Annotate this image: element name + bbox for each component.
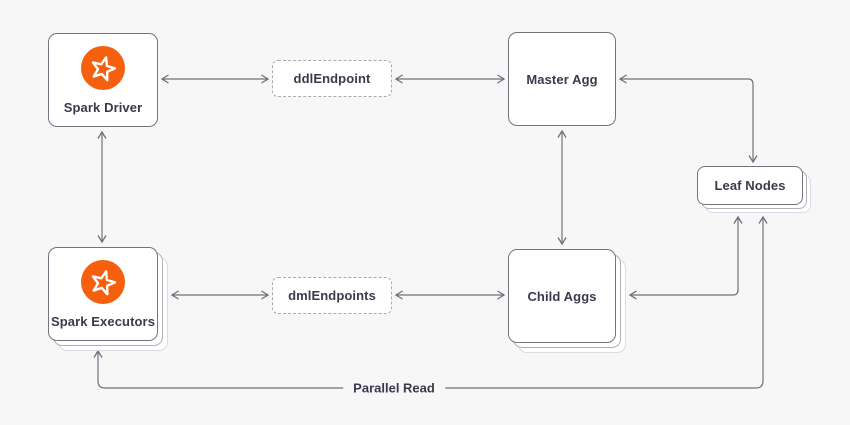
dml-endpoints-label: dmlEndpoints — [288, 288, 376, 303]
node-leaf-nodes: Leaf Nodes — [697, 166, 803, 205]
node-spark-executors: Spark Executors — [48, 247, 158, 341]
edge-parallel-read — [93, 215, 768, 389]
spark-executors-label: Spark Executors — [50, 313, 156, 329]
node-master-agg: Master Agg — [508, 32, 616, 126]
spark-star-icon — [81, 45, 125, 90]
ddl-endpoint-label: ddlEndpoint — [293, 71, 371, 86]
edge-child-leaf — [628, 215, 743, 300]
master-agg-label: Master Agg — [526, 71, 598, 87]
spark-driver-label: Spark Driver — [63, 99, 143, 115]
leaf-nodes-label: Leaf Nodes — [714, 178, 786, 193]
spark-star-icon — [81, 259, 125, 304]
node-child-aggs: Child Aggs — [508, 249, 616, 343]
edge-master-leaf — [618, 74, 758, 164]
node-spark-driver: Spark Driver — [48, 33, 158, 127]
child-aggs-label: Child Aggs — [527, 288, 597, 304]
node-ddl-endpoint: ddlEndpoint — [272, 60, 392, 97]
node-dml-endpoints: dmlEndpoints — [272, 277, 392, 314]
parallel-read-label: Parallel Read — [343, 380, 445, 396]
